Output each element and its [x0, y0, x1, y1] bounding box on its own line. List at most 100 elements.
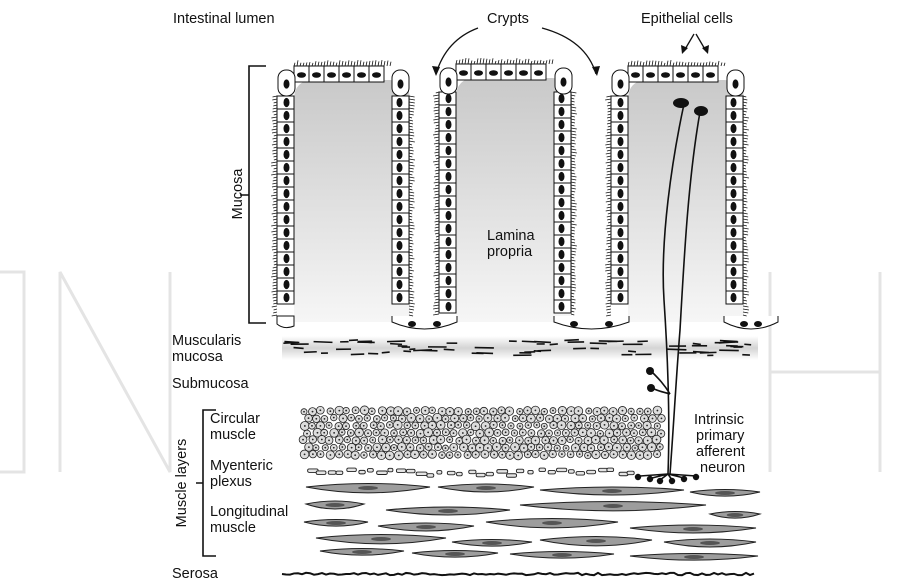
serosa-line	[282, 573, 754, 575]
epithelial-cell	[726, 135, 743, 148]
epithelial-cell	[277, 135, 294, 148]
epithelial-cell	[726, 278, 743, 291]
circular-muscle-cell	[394, 407, 403, 416]
circular-muscle-cell	[592, 436, 600, 444]
circular-muscle-label-line1: Circular	[210, 411, 260, 427]
longitudinal-muscle-fiber	[452, 540, 532, 547]
circular-muscle-cell	[619, 436, 627, 444]
circular-muscle-cell	[652, 435, 661, 444]
circular-muscle-cell	[567, 436, 573, 442]
epithelial-cell	[726, 109, 743, 122]
circular-muscle-cell	[592, 450, 600, 458]
epithelial-cell	[392, 135, 409, 148]
ganglion	[457, 472, 463, 476]
circular-muscle-cell	[325, 436, 333, 444]
circular-muscle-cell	[511, 443, 520, 452]
epithelial-cell	[554, 105, 571, 118]
epithelial-cell	[554, 131, 571, 144]
circular-muscle-cell	[326, 451, 334, 459]
longitudinal-muscle-fiber	[306, 484, 430, 493]
circular-muscle-cell	[632, 445, 638, 451]
circular-muscle-cell	[393, 420, 402, 429]
circular-muscle-cell	[638, 443, 646, 451]
epithelial-cell	[726, 148, 743, 161]
circular-muscle-cell	[541, 408, 547, 414]
circular-muscle-cell	[501, 414, 509, 422]
ganglion	[587, 470, 596, 474]
circular-muscle-cell	[442, 429, 449, 436]
circular-muscle-cell	[571, 429, 578, 436]
circular-muscle-cell	[360, 406, 369, 415]
circular-muscle-cell	[536, 444, 543, 451]
circular-muscle-cell	[309, 450, 316, 457]
circular-muscle-cell	[610, 450, 618, 458]
circular-muscle-cell	[532, 450, 539, 457]
circular-muscle-cell	[406, 444, 414, 452]
circular-muscle-cell	[576, 451, 582, 457]
circular-muscle-cell	[639, 429, 646, 436]
circular-muscle-cell	[589, 416, 595, 422]
circular-muscle-cell	[597, 444, 604, 451]
epithelial-cell	[531, 64, 546, 80]
circular-muscle-cell	[463, 422, 470, 429]
epithelial-cell	[392, 239, 409, 252]
epithelial-cell	[392, 96, 409, 109]
circular-muscle-cell	[468, 429, 474, 435]
ganglion	[359, 470, 365, 474]
ganglion	[469, 470, 476, 474]
ganglion	[396, 469, 406, 473]
circular-muscle-cell	[300, 450, 309, 459]
circular-muscle-cell	[558, 406, 566, 414]
epithelial-cell	[439, 222, 456, 235]
circular-muscle-cell	[507, 437, 513, 443]
epithelial-cell	[554, 274, 571, 287]
epithelial-cell	[554, 196, 571, 209]
epithelial-cell	[392, 265, 409, 278]
circular-muscle-cell	[370, 422, 377, 429]
circular-muscle-cell	[450, 443, 458, 451]
circular-muscle-cell	[559, 451, 566, 458]
circular-muscle-cell	[618, 406, 626, 414]
longitudinal-muscle-fibers	[304, 484, 760, 561]
circular-muscle-cell	[549, 437, 557, 445]
epithelial-cell	[392, 278, 409, 291]
ganglion	[316, 471, 326, 475]
epithelial-cell	[439, 131, 456, 144]
longitudinal-muscle-fiber	[710, 512, 760, 519]
circular-muscle-label-line2: muscle	[210, 427, 256, 443]
ganglion	[607, 468, 614, 472]
circular-muscle-cell	[490, 408, 497, 415]
circular-muscle-cell	[331, 414, 338, 421]
epithelial-cell	[439, 105, 456, 118]
circular-muscle-cell	[364, 415, 370, 421]
circular-muscle-cell	[455, 422, 462, 429]
circular-muscle-cell	[605, 443, 613, 451]
epithelial-cell	[439, 300, 456, 313]
epithelial-cell	[554, 248, 571, 261]
circular-muscle-cell	[558, 437, 566, 445]
circular-muscle-cell	[502, 444, 509, 451]
epithelial-cell	[392, 70, 409, 96]
muscle-layers-label: Muscle layers	[174, 428, 190, 538]
longitudinal-muscle-fiber	[304, 520, 368, 527]
crypt-base-cells	[554, 316, 629, 329]
circular-muscle-cell	[472, 451, 479, 458]
circular-muscle-cell	[506, 451, 514, 459]
epithelial-cell	[277, 278, 294, 291]
epithelial-cell	[643, 66, 658, 82]
circular-muscle-cell	[412, 422, 419, 429]
epithelial-cell	[611, 278, 628, 291]
epithelial-cell	[486, 64, 501, 80]
circular-muscle-cell	[309, 436, 317, 444]
circular-muscle-cell	[356, 415, 363, 422]
epithelial-cell	[440, 68, 457, 94]
circular-muscle-cell	[378, 407, 386, 415]
epithelial-cell	[439, 183, 456, 196]
epithelial-cell	[277, 239, 294, 252]
circular-muscle-cell	[643, 451, 651, 459]
ganglion	[328, 471, 336, 475]
circular-muscle-cell	[322, 445, 328, 451]
epithelial-cell	[611, 252, 628, 265]
circular-muscle-cell	[550, 408, 556, 414]
circular-muscle-cell	[465, 409, 471, 415]
